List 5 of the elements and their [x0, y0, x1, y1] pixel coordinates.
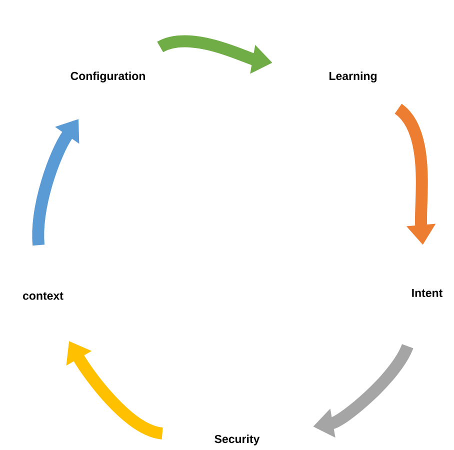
node-label: context [23, 292, 64, 300]
node-label: Intent [412, 289, 443, 297]
node-label: Security [214, 434, 260, 446]
node-label: Learning [330, 72, 377, 82]
node-label: Configuration [70, 72, 145, 82]
